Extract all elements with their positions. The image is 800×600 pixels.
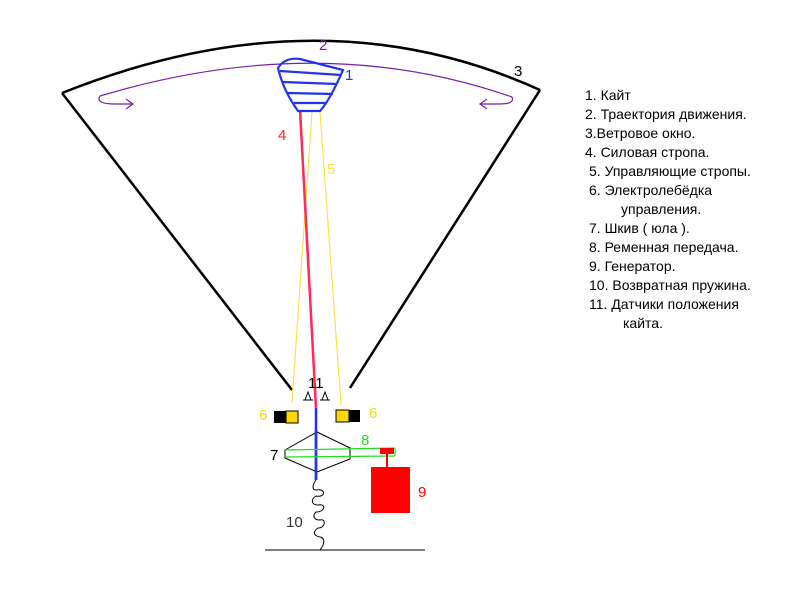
label-sensors: 11 bbox=[308, 375, 324, 392]
label-belt: 8 bbox=[361, 432, 370, 449]
generator bbox=[371, 448, 410, 513]
label-control-lines: 5 bbox=[327, 161, 336, 178]
control-lines bbox=[291, 111, 342, 406]
legend-item: 11. Датчики положения bbox=[589, 296, 739, 312]
legend-item: управления. bbox=[621, 201, 702, 217]
label-power-line: 4 bbox=[278, 127, 287, 144]
legend-item: 9. Генератор. bbox=[589, 258, 676, 274]
belt bbox=[284, 447, 396, 458]
label-trajectory: 2 bbox=[319, 37, 328, 54]
position-sensors bbox=[303, 390, 330, 401]
winch-left bbox=[274, 410, 299, 424]
legend-item: 5. Управляющие стропы. bbox=[589, 163, 751, 179]
legend-item: кайта. bbox=[623, 315, 663, 331]
legend-item: 2. Траектория движения. bbox=[585, 106, 747, 122]
label-generator: 9 bbox=[418, 484, 427, 501]
legend-item: 1. Кайт bbox=[585, 87, 631, 103]
label-pulley: 7 bbox=[270, 447, 279, 464]
legend-item: 3.Ветровое окно. bbox=[585, 125, 696, 141]
legend: 1. Кайт 2. Траектория движения. 3.Ветров… bbox=[585, 86, 751, 333]
legend-item: 6. Электролебёдка bbox=[589, 182, 713, 198]
legend-item: 4. Силовая стропа. bbox=[585, 144, 710, 160]
legend-item: 10. Возвратная пружина. bbox=[589, 277, 751, 293]
label-winch-left: 6 bbox=[259, 407, 268, 424]
pulley bbox=[284, 431, 351, 473]
label-wind-window: 3 bbox=[514, 63, 523, 80]
legend-item: 7. Шкив ( юла ). bbox=[589, 220, 690, 236]
wind-window bbox=[61, 39, 542, 391]
label-spring: 10 bbox=[286, 514, 303, 531]
kite bbox=[276, 57, 345, 113]
legend-item: 8. Ременная передача. bbox=[589, 239, 739, 255]
label-kite: 1 bbox=[345, 67, 354, 84]
return-spring bbox=[311, 479, 325, 551]
power-line bbox=[298, 109, 318, 409]
label-winch-right: 6 bbox=[369, 405, 378, 422]
winch-right bbox=[335, 409, 360, 423]
